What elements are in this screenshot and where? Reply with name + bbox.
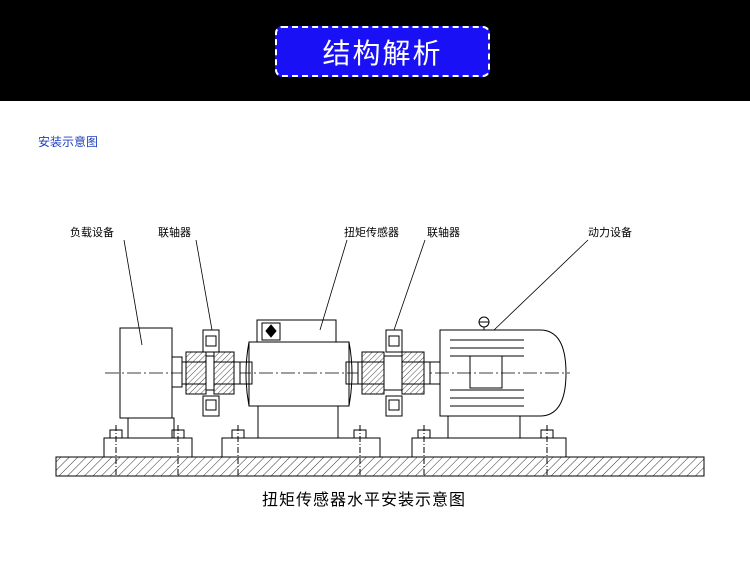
section-label: 安装示意图 — [38, 135, 99, 149]
label-coupling-left: 联轴器 — [158, 225, 191, 239]
coupling-right — [357, 329, 431, 417]
label-torque-sensor: 扭矩传感器 — [344, 225, 399, 239]
header-banner: 结构解析 — [0, 0, 750, 101]
torque-sensor — [239, 319, 361, 439]
page-title: 结构解析 — [275, 26, 490, 77]
leader-lines — [123, 239, 589, 346]
coupling-left — [181, 329, 241, 417]
label-power-device: 动力设备 — [588, 225, 632, 239]
diagram-caption: 扭矩传感器水平安装示意图 — [262, 490, 466, 509]
power-device — [429, 316, 567, 439]
load-device — [119, 327, 183, 439]
label-coupling-right: 联轴器 — [427, 225, 460, 239]
base-plate — [55, 456, 705, 477]
label-load-device: 负载设备 — [70, 225, 114, 239]
